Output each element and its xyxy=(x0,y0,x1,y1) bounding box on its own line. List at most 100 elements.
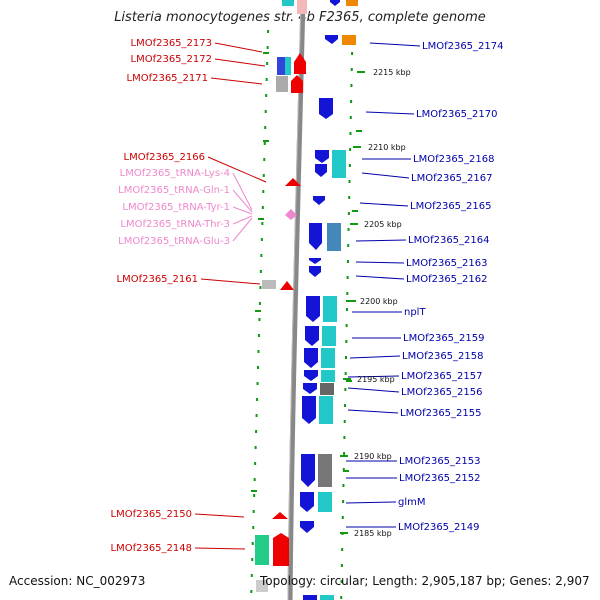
left-gene-label[interactable]: LMOf2365_tRNA-Glu-3 xyxy=(118,236,230,247)
left-gene-label[interactable]: LMOf2365_2148 xyxy=(111,543,193,554)
right-gene-label[interactable]: LMOf2365_2149 xyxy=(398,522,480,533)
leader-line xyxy=(200,278,261,285)
left-gene-label[interactable]: LMOf2365_tRNA-Lys-4 xyxy=(120,168,230,179)
gene-arrow[interactable] xyxy=(291,75,303,93)
left-gene-label[interactable]: LMOf2365_tRNA-Tyr-1 xyxy=(122,202,230,213)
leader-line xyxy=(347,387,400,393)
right-gene-label[interactable]: LMOf2365_2158 xyxy=(402,351,484,362)
gene-block[interactable] xyxy=(262,280,276,289)
gene-block[interactable] xyxy=(303,595,317,600)
gene-block[interactable] xyxy=(322,326,336,346)
gene-block[interactable] xyxy=(321,348,335,368)
left-gene-label[interactable]: LMOf2365_2171 xyxy=(127,73,209,84)
left-gene-label[interactable]: LMOf2365_tRNA-Gln-1 xyxy=(118,185,230,196)
gene-arrow[interactable] xyxy=(304,348,318,368)
ring-dot xyxy=(343,420,346,423)
gene-arrow[interactable] xyxy=(304,370,318,381)
ring-dash xyxy=(258,218,264,220)
right-gene-label[interactable]: LMOf2365_2163 xyxy=(406,258,488,269)
gene-block[interactable] xyxy=(297,0,307,14)
gene-arrow[interactable] xyxy=(319,98,333,119)
right-gene-label[interactable]: LMOf2365_2152 xyxy=(399,473,481,484)
right-gene-label[interactable]: LMOf2365_2174 xyxy=(422,41,504,52)
gene-arrow[interactable] xyxy=(300,521,314,533)
ring-dot xyxy=(252,510,255,513)
right-gene-label[interactable]: nplT xyxy=(404,307,426,318)
leader-line xyxy=(214,42,263,53)
right-gene-label[interactable]: LMOf2365_2153 xyxy=(399,456,481,467)
ring-dot xyxy=(347,228,350,231)
gene-block[interactable] xyxy=(282,0,294,6)
left-gene-label[interactable]: LMOf2365_2150 xyxy=(111,509,193,520)
gene-arrow[interactable] xyxy=(325,35,338,44)
gene-block[interactable] xyxy=(320,383,334,395)
gene-block[interactable] xyxy=(327,223,341,251)
gene-arrow[interactable] xyxy=(313,196,325,205)
gene-arrow[interactable] xyxy=(285,178,301,186)
left-gene-label[interactable]: LMOf2365_2161 xyxy=(117,274,199,285)
gene-arrow[interactable] xyxy=(272,512,288,519)
ring-dot xyxy=(350,68,353,71)
gene-block[interactable] xyxy=(323,296,337,322)
right-gene-label[interactable]: LMOf2365_2164 xyxy=(408,235,490,246)
ring-dot xyxy=(252,526,255,529)
ring-dot xyxy=(256,398,259,401)
gene-labels: LMOf2365_2173LMOf2365_2172LMOf2365_2171L… xyxy=(111,38,504,554)
right-gene-label[interactable]: LMOf2365_2168 xyxy=(413,154,495,165)
leader-line xyxy=(355,275,405,280)
gene-arrow[interactable] xyxy=(305,326,319,346)
right-gene-label[interactable]: LMOf2365_2162 xyxy=(406,274,488,285)
left-gene-label[interactable]: LMOf2365_2166 xyxy=(124,152,206,163)
gene-arrow[interactable] xyxy=(280,281,294,290)
ring-dot xyxy=(264,126,267,129)
kbp-tick-mark xyxy=(343,378,351,380)
gene-block[interactable] xyxy=(319,396,333,424)
gene-block[interactable] xyxy=(318,454,332,487)
ring-dot xyxy=(341,516,344,519)
gene-block[interactable] xyxy=(255,535,269,565)
gene-block[interactable] xyxy=(346,0,358,6)
gene-arrow[interactable] xyxy=(315,164,327,177)
gene-block[interactable] xyxy=(276,76,288,92)
gene-arrow[interactable] xyxy=(300,492,314,512)
gene-block[interactable] xyxy=(256,580,268,592)
gene-arrow[interactable] xyxy=(302,396,316,424)
gene-block[interactable] xyxy=(321,370,335,382)
ring-dot xyxy=(263,142,266,145)
gene-arrow[interactable] xyxy=(306,296,320,322)
left-gene-label[interactable]: LMOf2365_2172 xyxy=(131,54,213,65)
right-gene-label[interactable]: LMOf2365_2155 xyxy=(400,408,482,419)
left-gene-label[interactable]: LMOf2365_tRNA-Thr-3 xyxy=(120,219,230,230)
leader-line xyxy=(365,111,415,115)
gene-arrow[interactable] xyxy=(294,53,306,74)
gene-arrow[interactable] xyxy=(273,533,289,566)
ring-dot xyxy=(342,500,345,503)
gene-block[interactable] xyxy=(342,35,356,45)
right-gene-label[interactable]: glmM xyxy=(398,497,426,508)
right-gene-label[interactable]: LMOf2365_2156 xyxy=(401,387,483,398)
left-gene-label[interactable]: LMOf2365_2173 xyxy=(131,38,213,49)
right-gene-label[interactable]: LMOf2365_2159 xyxy=(403,333,485,344)
gene-block[interactable] xyxy=(277,57,285,75)
right-gene-label[interactable]: LMOf2365_2167 xyxy=(411,173,493,184)
right-gene-label[interactable]: LMOf2365_2170 xyxy=(416,109,498,120)
gene-block[interactable] xyxy=(332,150,346,178)
right-gene-label[interactable]: LMOf2365_2157 xyxy=(401,371,483,382)
gene-arrow[interactable] xyxy=(315,150,329,163)
leader-line xyxy=(355,261,405,264)
right-gene-label[interactable]: LMOf2365_2165 xyxy=(410,201,492,212)
leader-line xyxy=(347,375,400,378)
gene-arrow[interactable] xyxy=(303,383,317,394)
gene-arrow[interactable] xyxy=(309,266,321,277)
gene-block[interactable] xyxy=(318,492,332,512)
gene-arrow[interactable] xyxy=(301,454,315,487)
gene-arrow[interactable] xyxy=(309,258,321,264)
gene-arrow[interactable] xyxy=(309,223,322,250)
gene-block[interactable] xyxy=(320,595,334,600)
gene-arrow[interactable] xyxy=(330,0,340,6)
ring-dot xyxy=(257,334,260,337)
gene-block[interactable] xyxy=(285,57,291,75)
gene-arrow[interactable] xyxy=(285,209,297,220)
